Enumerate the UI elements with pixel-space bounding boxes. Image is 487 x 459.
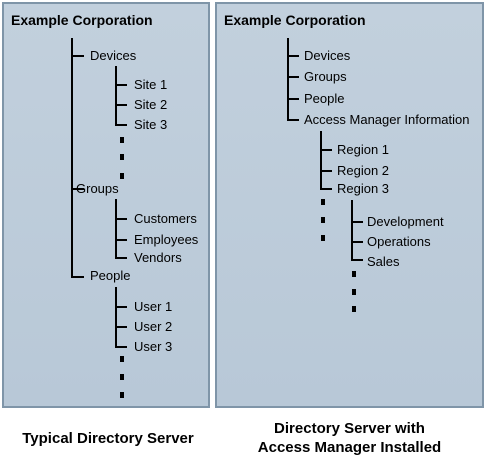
left-node-groups: Groups (76, 181, 119, 196)
left-devices-branch-line (115, 66, 117, 126)
access-manager-directory-panel: Example Corporation Devices Groups Peopl… (215, 2, 484, 408)
right-ellipsis-dot (352, 306, 356, 312)
left-user2-connector (115, 326, 127, 328)
right-ellipsis-dot (321, 235, 325, 241)
right-node-region1: Region 1 (337, 142, 390, 157)
left-node-user1: User 1 (134, 299, 173, 314)
left-people-branch-line (115, 287, 117, 348)
left-site3-connector (115, 124, 127, 126)
right-ellipsis-dot (352, 289, 356, 295)
right-region3-connector (320, 188, 332, 190)
right-node-sales: Sales (367, 254, 400, 269)
right-devices-connector (287, 55, 299, 57)
left-node-people: People (90, 268, 131, 283)
right-caption: Directory Server with Access Manager Ins… (215, 419, 484, 457)
left-site2-connector (115, 104, 127, 106)
right-sales-connector (351, 259, 363, 261)
left-node-devices: Devices (90, 48, 137, 63)
right-node-access-manager-information: Access Manager Information (304, 112, 470, 127)
left-ellipsis-dot (120, 374, 124, 380)
right-region3-branch-line (351, 200, 353, 261)
left-employees-connector (115, 239, 127, 241)
right-node-groups: Groups (304, 69, 347, 84)
left-node-user2: User 2 (134, 319, 173, 334)
left-ellipsis-dot (120, 392, 124, 398)
right-trunk-line (287, 38, 289, 121)
left-node-customers: Customers (134, 211, 197, 226)
right-ellipsis-dot (321, 199, 325, 205)
right-caption-line2: Access Manager Installed (257, 439, 442, 456)
right-people-connector (287, 98, 299, 100)
right-node-people: People (304, 91, 345, 106)
left-devices-connector (71, 55, 84, 57)
right-node-devices: Devices (304, 48, 351, 63)
right-ami-connector (287, 119, 299, 121)
right-region2-connector (320, 170, 332, 172)
left-node-site3: Site 3 (134, 117, 168, 132)
right-node-region2: Region 2 (337, 163, 390, 178)
left-groups-connector (71, 188, 84, 190)
left-ellipsis-dot (120, 154, 124, 160)
right-groups-connector (287, 76, 299, 78)
left-caption: Typical Directory Server (22, 430, 194, 447)
left-user3-connector (115, 346, 127, 348)
left-node-site2: Site 2 (134, 97, 168, 112)
left-root-node: Example Corporation (11, 12, 153, 28)
left-site1-connector (115, 84, 127, 86)
right-region1-connector (320, 149, 332, 151)
right-node-region3: Region 3 (337, 181, 390, 196)
right-regions-branch-line (320, 131, 322, 190)
right-ellipsis-dot (321, 217, 325, 223)
left-ellipsis-dot (120, 173, 124, 179)
right-root-node: Example Corporation (224, 12, 366, 28)
left-people-connector (71, 276, 84, 278)
left-ellipsis-dot (120, 137, 124, 143)
typical-directory-panel: Example Corporation Devices Groups Peopl… (2, 2, 210, 408)
left-node-user3: User 3 (134, 339, 173, 354)
right-caption-line1: Directory Server with (274, 420, 425, 437)
left-vendors-connector (115, 257, 127, 259)
right-ellipsis-dot (352, 271, 356, 277)
right-development-connector (351, 221, 363, 223)
right-node-operations: Operations (367, 234, 431, 249)
right-node-development: Development (367, 214, 444, 229)
left-trunk-line (71, 38, 73, 278)
left-customers-connector (115, 218, 127, 220)
left-node-employees: Employees (134, 232, 199, 247)
left-user1-connector (115, 306, 127, 308)
left-groups-branch-line (115, 199, 117, 259)
left-ellipsis-dot (120, 356, 124, 362)
right-operations-connector (351, 241, 363, 243)
left-node-site1: Site 1 (134, 77, 168, 92)
left-node-vendors: Vendors (134, 250, 182, 265)
